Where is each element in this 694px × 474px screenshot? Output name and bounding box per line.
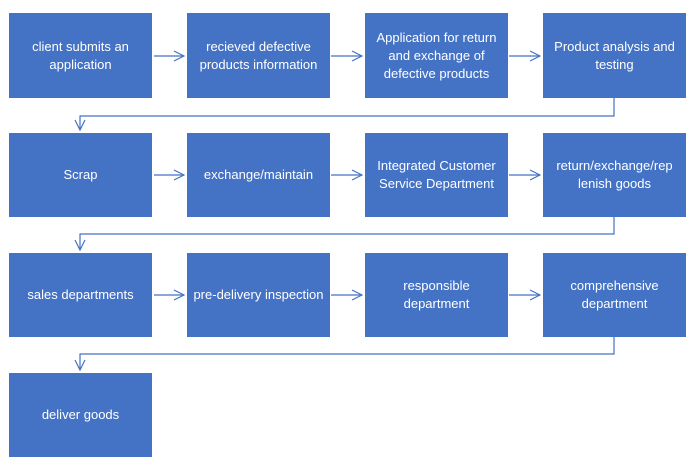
arrow-12-13: [80, 337, 615, 370]
arrow-4-5: [80, 98, 615, 130]
step-label: Scrap: [63, 167, 98, 182]
step-product-analysis-testing: Product analysis and testing: [543, 13, 686, 98]
step-scrap: Scrap: [9, 133, 152, 217]
step-label: recieved defective products information: [199, 38, 318, 72]
step-deliver-goods: deliver goods: [9, 373, 152, 457]
step-label: Product analysis and testing: [554, 38, 675, 72]
step-comprehensive-department: comprehensive department: [543, 253, 686, 337]
step-label: client submits an application: [32, 38, 129, 72]
step-label: Integrated Customer Service Department: [377, 158, 496, 191]
step-return-exchange-replenish: return/exchange/rep lenish goods: [543, 133, 686, 217]
step-sales-departments: sales departments: [9, 253, 152, 337]
step-return-exchange-application: Application for return and exchange of d…: [365, 13, 508, 98]
step-label: comprehensive department: [570, 278, 659, 311]
step-customer-service-department: Integrated Customer Service Department: [365, 133, 508, 217]
step-label: deliver goods: [41, 407, 120, 422]
step-label: pre-delivery inspection: [193, 287, 324, 302]
step-exchange-maintain: exchange/maintain: [187, 133, 330, 217]
step-received-defective-info: recieved defective products information: [187, 13, 330, 98]
step-label: exchange/maintain: [203, 167, 314, 182]
step-client-submits-application: client submits an application: [9, 13, 152, 98]
step-label: responsible department: [403, 278, 470, 311]
step-label: return/exchange/rep lenish goods: [556, 158, 673, 191]
step-label: Application for return and exchange of d…: [376, 29, 497, 81]
arrow-8-9: [80, 217, 615, 250]
step-label: sales departments: [27, 287, 134, 302]
step-responsible-department: responsible department: [365, 253, 508, 337]
step-pre-delivery-inspection: pre-delivery inspection: [187, 253, 330, 337]
